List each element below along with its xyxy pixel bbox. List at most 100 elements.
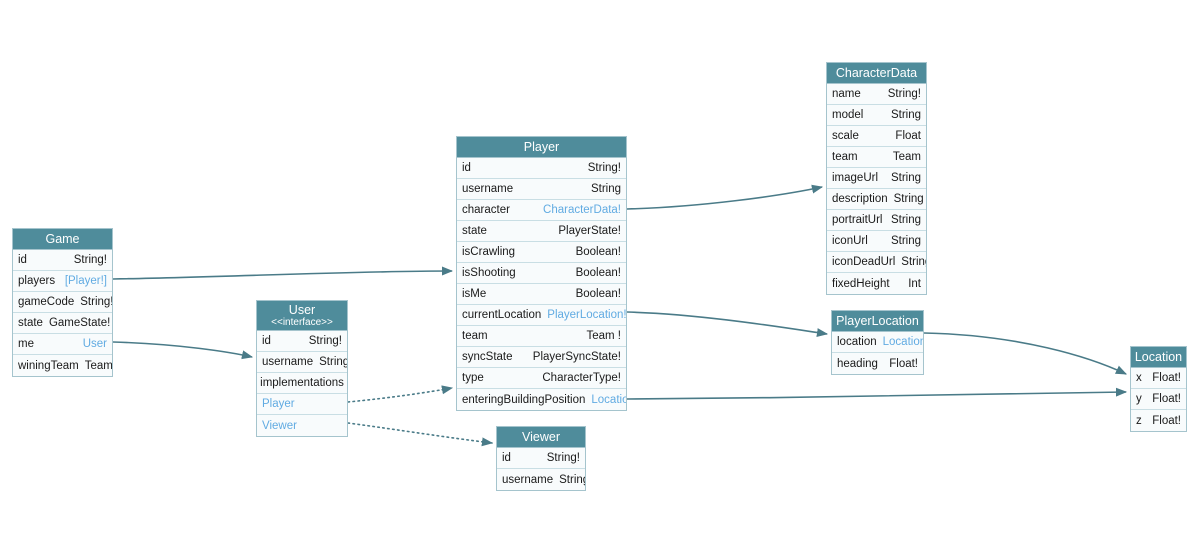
field-name: isMe [462, 288, 487, 300]
entity-title-user: User<<interface>> [257, 301, 347, 331]
edge-player-currentlocation-to-playerlocation [626, 311, 829, 337]
field-row[interactable]: id String! [257, 331, 347, 352]
field-name: me [18, 338, 34, 350]
field-type: Boolean! [575, 267, 621, 279]
field-row[interactable]: state PlayerState! [457, 221, 626, 242]
field-type: Team ! [586, 330, 621, 342]
field-type: String [890, 172, 921, 184]
field-type: String! [73, 254, 107, 266]
field-type: [Player!] [64, 275, 107, 287]
field-name: winingTeam [18, 359, 79, 372]
field-row[interactable]: Viewer [257, 415, 347, 436]
field-type: PlayerState! [558, 225, 621, 237]
entity-name: User [288, 303, 316, 317]
field-name: scale [832, 130, 859, 142]
field-type: String [559, 473, 585, 486]
entity-name: Viewer [522, 430, 560, 444]
field-row[interactable]: locationLocation! [832, 332, 923, 353]
field-row[interactable]: me User [13, 334, 112, 355]
field-type: GameState! [48, 317, 111, 329]
field-type: User [82, 338, 107, 350]
field-name: Player [262, 398, 295, 410]
field-name: implementations [260, 377, 344, 389]
field-name: heading [837, 357, 878, 370]
field-name: isShooting [462, 267, 516, 279]
field-name: type [462, 372, 484, 384]
field-name: id [262, 335, 271, 347]
field-row[interactable]: isShooting Boolean! [457, 263, 626, 284]
field-name: id [462, 162, 471, 174]
field-row[interactable]: players[Player!] [13, 271, 112, 292]
edge-game-me-to-user [112, 341, 254, 360]
field-type: String [890, 235, 921, 247]
field-name: y [1136, 393, 1142, 405]
edge-user-implements-player [347, 385, 454, 403]
field-name: state [462, 225, 487, 237]
edge-player-enteringbuildingposition-to-location [626, 387, 1128, 400]
entity-name: Location [1134, 350, 1183, 364]
field-type: Location [591, 393, 626, 406]
field-row[interactable]: username String [457, 179, 626, 200]
field-type: String [319, 356, 347, 368]
field-type: String [590, 183, 621, 195]
field-name: name [832, 88, 861, 100]
field-name: imageUrl [832, 172, 879, 184]
field-type: String! [546, 452, 580, 464]
field-name: iconDeadUrl [832, 256, 896, 268]
field-type: String! [80, 296, 112, 308]
field-row[interactable]: iconDeadUrlString [827, 252, 926, 273]
field-type: Float [895, 130, 921, 142]
field-row[interactable]: scale Float [827, 126, 926, 147]
field-name: fixedHeight [832, 277, 890, 290]
field-type: String! [308, 335, 342, 347]
field-name: model [832, 109, 864, 121]
entity-stereotype: <<interface>> [271, 317, 333, 328]
field-row[interactable]: enteringBuildingPositionLocation [457, 389, 626, 410]
field-row[interactable]: Player [257, 394, 347, 415]
field-name: username [462, 183, 514, 195]
entity-title-viewer: Viewer [497, 427, 585, 448]
field-type: PlayerSyncState! [532, 351, 621, 363]
field-row[interactable]: implementations [257, 373, 347, 394]
entity-playerlocation[interactable]: PlayerLocation locationLocation!headingFl… [831, 310, 924, 375]
field-type: String [893, 193, 924, 205]
field-name: Viewer [262, 419, 297, 432]
entity-name: CharacterData [835, 66, 918, 80]
field-row[interactable]: imageUrl String [827, 168, 926, 189]
entity-name: PlayerLocation [836, 314, 919, 328]
field-type: String [890, 214, 921, 226]
